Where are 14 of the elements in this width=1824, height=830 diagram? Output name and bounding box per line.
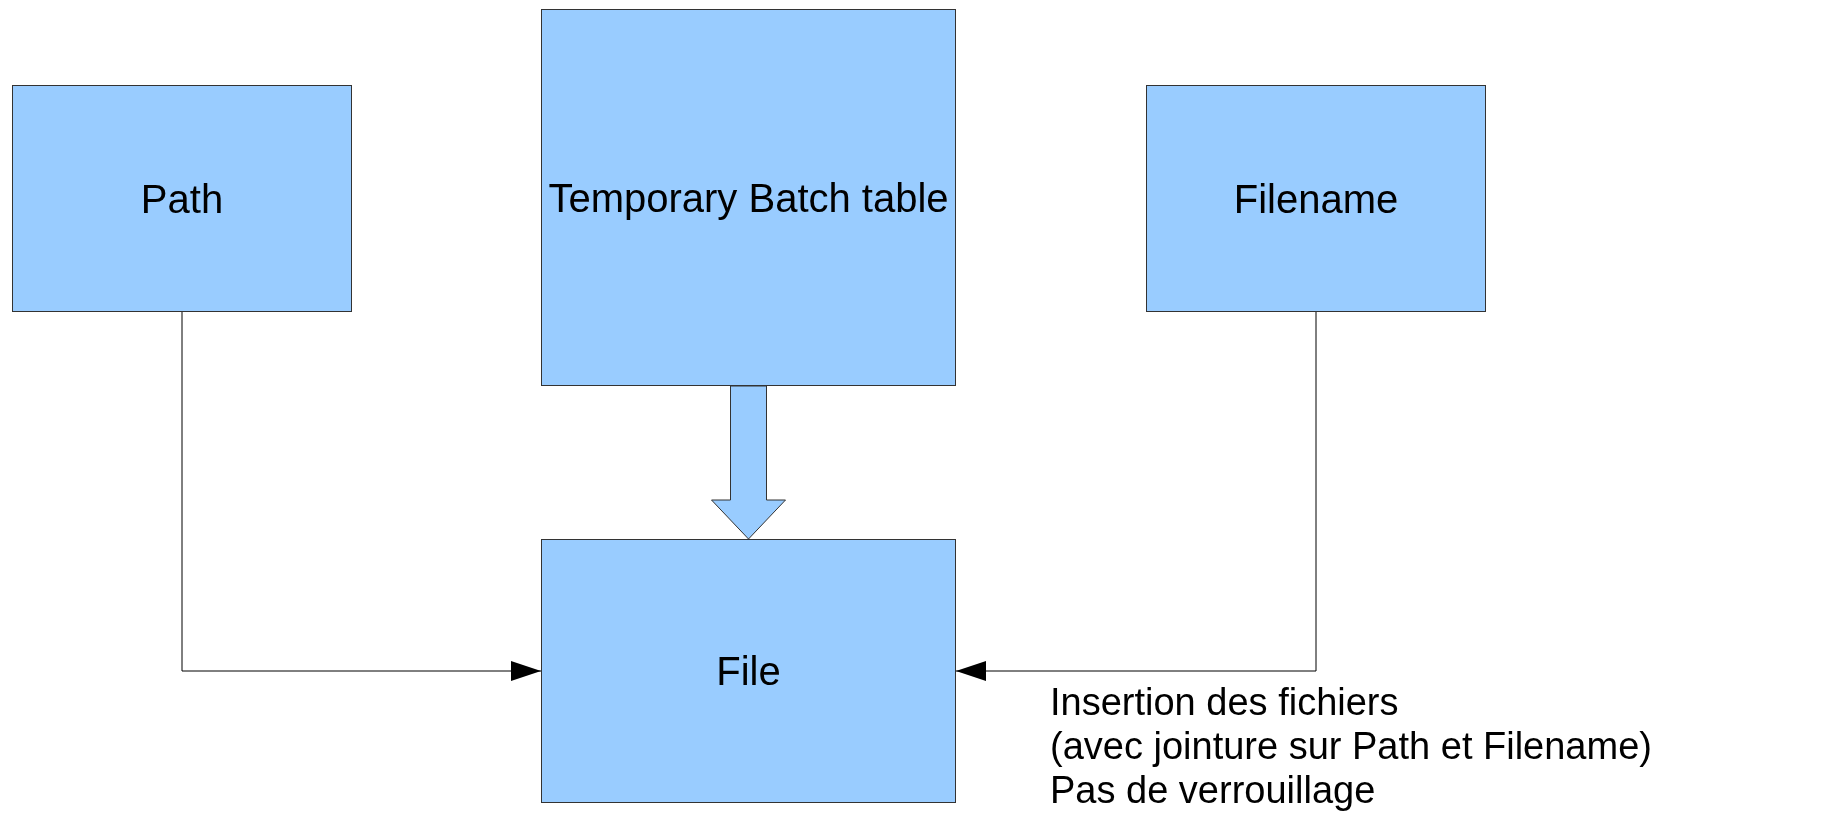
box-label: Path	[140, 175, 224, 222]
table-box	[1146, 85, 1486, 312]
box-label: Temporary Batch table	[548, 174, 949, 221]
arrow	[955, 311, 1317, 681]
table-box	[12, 85, 352, 312]
arrow	[181, 311, 542, 681]
note-text: Insertion des fichiers	[1050, 680, 1399, 724]
table-box	[541, 9, 956, 386]
box-label: Filename	[1233, 175, 1399, 222]
table-box	[541, 539, 956, 803]
note-text: Pas de verrouillage	[1050, 768, 1376, 812]
block-arrow	[711, 385, 786, 540]
box-label: File	[716, 648, 781, 694]
note-text: (avec jointure sur Path et Filename)	[1050, 724, 1652, 768]
